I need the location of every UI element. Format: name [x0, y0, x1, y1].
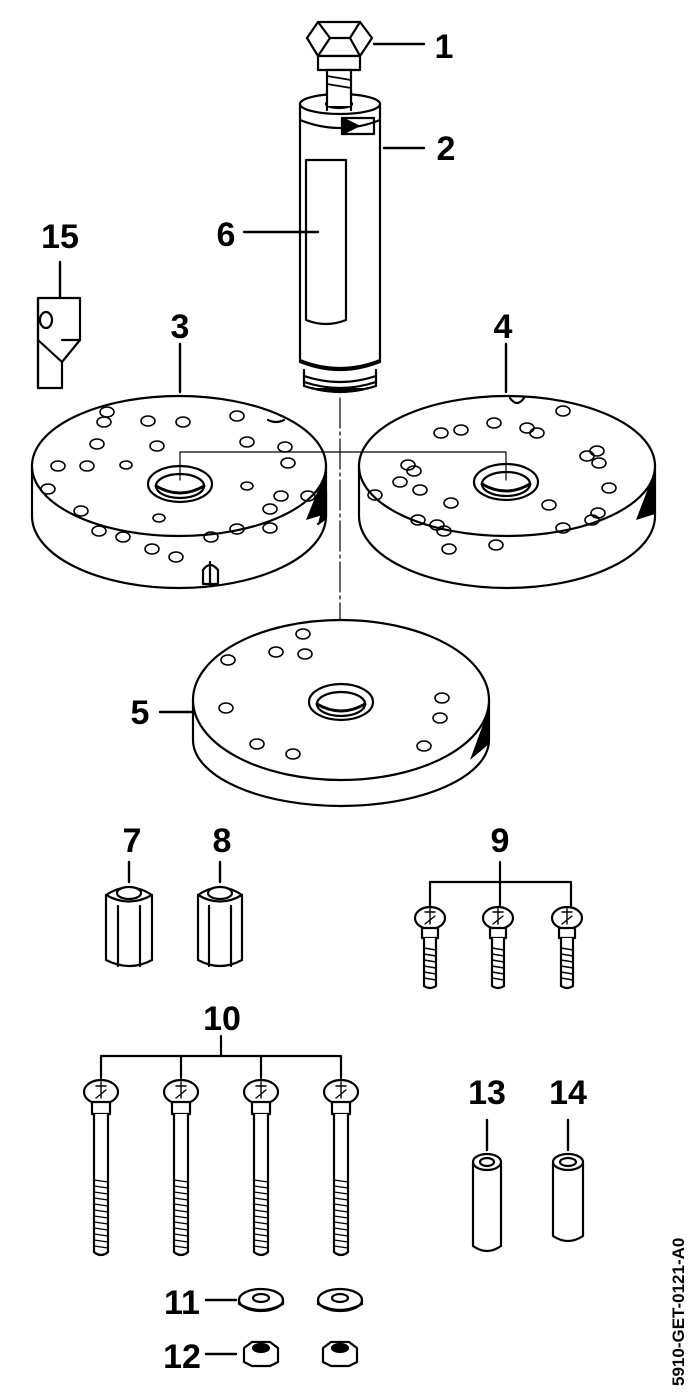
label-10: 10	[203, 1000, 241, 1038]
leader-lines	[158, 42, 426, 714]
long-screws	[82, 1078, 360, 1257]
plate-left	[30, 342, 328, 590]
short-screw	[550, 905, 584, 990]
long-screw	[82, 1078, 120, 1257]
label-13: 13	[468, 1074, 506, 1112]
label-2: 2	[437, 130, 456, 168]
label-6: 6	[217, 216, 236, 254]
label-4: 4	[494, 308, 513, 346]
label-12: 12	[163, 1338, 201, 1376]
label-5: 5	[131, 694, 150, 732]
screw-group-9	[413, 860, 584, 990]
label-11: 11	[164, 1284, 200, 1322]
plate-bottom	[191, 618, 491, 808]
spindle-assembly	[298, 20, 382, 687]
label-3: 3	[171, 308, 190, 346]
label-7: 7	[123, 822, 142, 860]
label-14: 14	[549, 1074, 587, 1112]
label-9: 9	[491, 822, 510, 860]
label-8: 8	[213, 822, 232, 860]
washers-11	[204, 1287, 364, 1313]
long-screw	[242, 1078, 280, 1257]
screw-group-10	[99, 1034, 343, 1080]
hex-sleeve-8	[196, 860, 244, 968]
label-15: 15	[41, 218, 79, 256]
label-1: 1	[435, 28, 454, 66]
nuts-12	[204, 1340, 359, 1368]
plate-right	[357, 342, 657, 590]
hex-sleeve-7	[104, 860, 154, 968]
alignment-lines	[179, 451, 507, 481]
long-screw	[162, 1078, 200, 1257]
long-screw	[322, 1078, 360, 1257]
bracket-part	[36, 260, 82, 390]
short-screw	[413, 905, 447, 990]
pin-13	[471, 1118, 503, 1253]
spindle-cylinder	[298, 88, 382, 394]
part-labels: 1 2 3 4 5 6 7 8 9 10 11 12 13 14 15	[41, 28, 587, 1376]
drawing-code: 5910-GET-0121-A0	[669, 1238, 688, 1386]
short-screw	[481, 905, 515, 990]
pin-14	[551, 1118, 585, 1243]
